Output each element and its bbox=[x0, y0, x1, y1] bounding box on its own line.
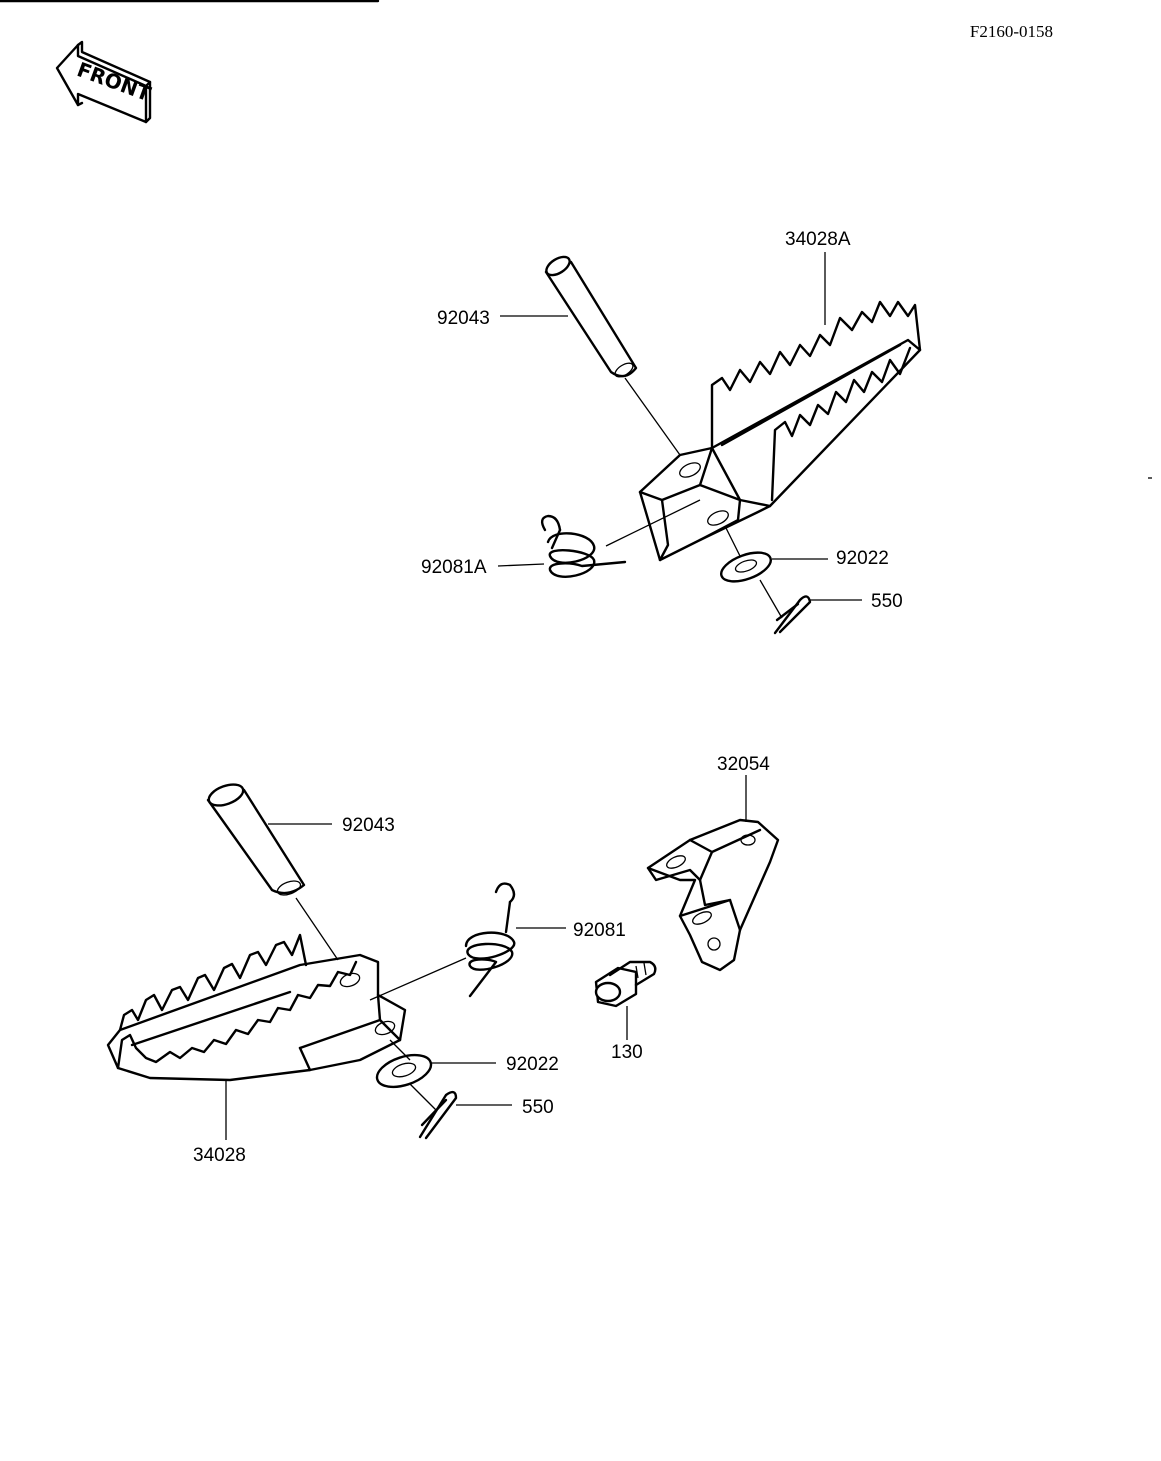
cotter-pin-550-top bbox=[773, 595, 812, 635]
front-label: FRONT bbox=[74, 57, 154, 106]
washer-92022-bottom bbox=[375, 1053, 433, 1089]
label-92043-bottom: 92043 bbox=[342, 815, 395, 836]
footpeg-34028a bbox=[638, 300, 922, 562]
pin-92043-bottom bbox=[206, 783, 306, 896]
label-92043-top: 92043 bbox=[437, 308, 490, 329]
cotter-pin-550-bottom bbox=[418, 1090, 458, 1140]
label-34028: 34028 bbox=[193, 1145, 246, 1166]
label-92081: 92081 bbox=[573, 920, 626, 941]
spring-92081a bbox=[540, 514, 627, 578]
pin-92043-top bbox=[544, 255, 638, 378]
bracket-32054 bbox=[646, 818, 780, 972]
label-34028a: 34028A bbox=[785, 229, 851, 250]
label-550-bottom: 550 bbox=[522, 1097, 554, 1118]
footpeg-34028 bbox=[106, 933, 407, 1082]
bolt-130 bbox=[594, 960, 657, 1008]
label-92081a: 92081A bbox=[421, 557, 487, 578]
label-130: 130 bbox=[611, 1042, 643, 1063]
spring-92081 bbox=[464, 882, 516, 998]
front-arrow-icon: FRONT bbox=[55, 40, 154, 124]
label-92022-top: 92022 bbox=[836, 548, 889, 569]
label-550-top: 550 bbox=[871, 591, 903, 612]
top-leader-lines bbox=[497, 252, 862, 619]
bottom-leader-lines bbox=[225, 775, 747, 1140]
washer-92022-top bbox=[720, 551, 772, 583]
diagram-code: F2160-0158 bbox=[969, 22, 1053, 41]
label-92022-bottom: 92022 bbox=[506, 1054, 559, 1075]
label-32054: 32054 bbox=[717, 754, 770, 775]
